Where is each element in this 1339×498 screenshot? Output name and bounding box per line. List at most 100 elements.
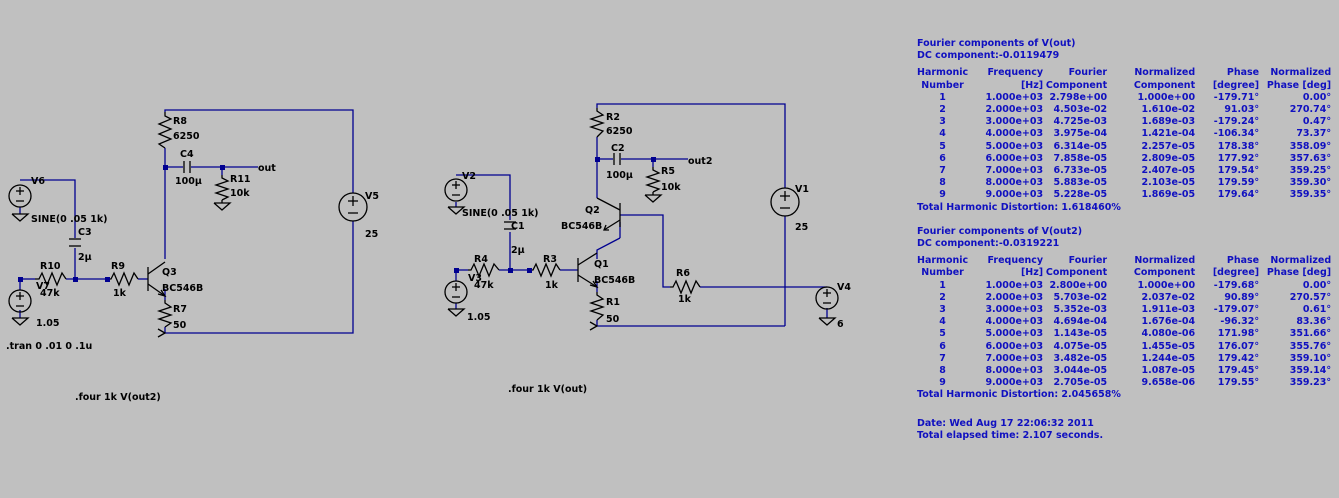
table-cell: 6 [939,340,946,352]
capacitor-C2-symbol[interactable] [613,153,621,165]
value-R3: 1k [545,280,559,291]
resistor-R1-symbol[interactable] [588,292,606,321]
schematic-canvas[interactable]: R8 6250 C4 100µ out R11 10k V6 SINE(0 .0… [0,0,900,498]
left-circuit: R8 6250 C4 100µ out R11 10k V6 SINE(0 .0… [6,109,379,403]
resistor-R10-symbol[interactable] [35,271,67,287]
table-cell: 1.000e+03 [985,279,1044,291]
table-cell: 8.000e+03 [985,365,1044,377]
header-cell: Harmonic [917,67,969,79]
header-cell: Normalized [1134,255,1196,267]
table-cell: 2 [939,104,946,116]
label-R1: R1 [606,297,620,308]
table-cell: 355.76° [1289,340,1332,352]
ground-symbol [447,206,466,215]
value-R2: 6250 [606,126,633,137]
value-Q2: BC546B [561,221,602,232]
table-cell: 4.000e+03 [985,316,1044,328]
run-date: Date: Wed Aug 17 22:06:32 2011 [917,417,1094,429]
transistor-Q1-symbol[interactable] [577,252,599,289]
voltage-source-V7-symbol[interactable] [8,289,32,313]
table-cell: 1.087e-05 [1141,365,1196,377]
table-cell: 73.37° [1296,128,1332,140]
value-R6: 1k [678,294,692,305]
junctions-left [18,165,225,282]
resistor-R5-symbol[interactable] [644,167,662,193]
resistor-R4-symbol[interactable] [468,262,500,278]
voltage-source-V1-symbol[interactable] [770,187,800,217]
table-cell: 179.64° [1217,189,1260,201]
voltage-source-V4-symbol[interactable] [815,286,839,310]
table-cell: 357.63° [1289,152,1332,164]
resistor-R8-symbol[interactable] [157,112,173,149]
thd-value: Total Harmonic Distortion: 2.045658% [917,389,1121,401]
table-cell: -179.68° [1213,279,1260,291]
table-cell: 4 [939,316,946,328]
harmonics-table: Harmonic Frequency Fourier Normalized Ph… [917,67,1331,201]
voltage-source-V5-symbol[interactable] [338,192,368,222]
directive-tran[interactable]: .tran 0 .01 0 .1u [6,341,92,352]
table-cell: 351.66° [1289,328,1332,340]
table-cell: 9.000e+03 [985,189,1044,201]
table-cell: 1.676e-04 [1141,316,1196,328]
resistor-R9-symbol[interactable] [108,271,139,287]
value-V3: 1.05 [467,312,490,323]
fourier-block-vout: Fourier components of V(out) DC componen… [917,38,1337,214]
table-cell: 8 [939,365,946,377]
resistor-R6-symbol[interactable] [670,279,701,295]
resistor-R2-symbol[interactable] [588,108,606,138]
label-C4: C4 [180,149,194,160]
label-R11: R11 [230,174,251,185]
table-cell: 1 [939,91,946,103]
voltage-source-V3-symbol[interactable] [444,280,468,304]
table-cell: 1.421e-04 [1141,128,1196,140]
table-cell: -96.32° [1220,316,1260,328]
table-header-row: Number [Hz] Component Component [degree]… [917,267,1331,279]
resistor-R11-symbol[interactable] [213,175,231,201]
value-V1: 25 [795,222,808,233]
value-R9: 1k [113,288,127,299]
label-R6: R6 [676,268,690,279]
resistor-R3-symbol[interactable] [530,262,561,278]
label-V2: V2 [462,171,476,182]
table-cell: 6.000e+03 [985,340,1044,352]
value-V4: 6 [837,319,844,330]
resistor-R7-symbol[interactable] [156,300,174,328]
transistor-Q2-symbol[interactable] [596,197,621,231]
fourier-block-vout2: Fourier components of V(out2) DC compone… [917,226,1337,402]
voltage-source-V2-symbol[interactable] [444,178,468,202]
table-cell: 2.037e-02 [1141,291,1196,303]
header-cell: Component [1133,79,1196,91]
table-cell: 359.23° [1289,377,1332,389]
header-cell: Frequency [987,255,1044,267]
table-cell: 359.35° [1289,189,1332,201]
header-cell: Component [1045,79,1108,91]
table-cell: 90.89° [1224,291,1260,303]
transistor-Q3-symbol[interactable] [147,261,167,298]
table-cell: 1.689e-03 [1141,116,1196,128]
label-R7: R7 [173,304,187,315]
table-cell: 9.658e-06 [1141,377,1196,389]
voltage-source-V6-symbol[interactable] [8,184,32,208]
table-cell: 5.883e-05 [1053,177,1108,189]
table-cell: 2.809e-05 [1141,152,1196,164]
directive-four-right[interactable]: .four 1k V(out) [508,384,587,395]
table-cell: 176.07° [1217,340,1260,352]
table-cell: -179.07° [1213,304,1260,316]
table-cell: 4 [939,128,946,140]
capacitor-C4-symbol[interactable] [183,161,191,173]
table-cell: 5.000e+03 [985,328,1044,340]
table-cell: 2.257e-05 [1141,140,1196,152]
capacitor-C3-symbol[interactable] [69,238,81,247]
capacitor-C1-symbol[interactable] [504,221,516,230]
table-cell: 2.000e+03 [985,291,1044,303]
table-cell: 1.244e-05 [1141,352,1196,364]
table-cell: 3.044e-05 [1053,365,1108,377]
directive-four-left[interactable]: .four 1k V(out2) [75,392,161,403]
table-cell: 2.800e+00 [1049,279,1108,291]
table-cell: 2.798e+00 [1049,91,1108,103]
